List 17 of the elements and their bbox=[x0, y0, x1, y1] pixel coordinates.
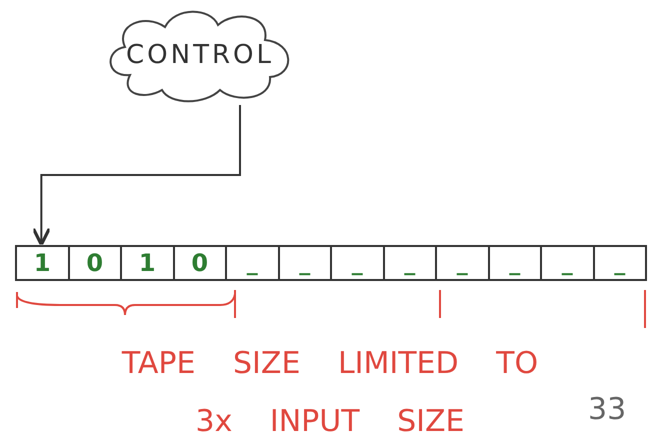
cell-symbol: 0 bbox=[191, 249, 208, 277]
tape-bar bbox=[15, 245, 647, 281]
cell-symbol: _ bbox=[246, 250, 258, 276]
cell-symbol: _ bbox=[509, 250, 520, 276]
cell-symbol: 1 bbox=[34, 249, 51, 277]
cell-symbol: 0 bbox=[86, 249, 104, 277]
cell-symbol: 1 bbox=[138, 249, 156, 277]
cell-symbol: _ bbox=[562, 250, 573, 276]
cell-symbol: _ bbox=[404, 250, 416, 276]
page-number: 33 bbox=[588, 392, 626, 427]
cloud-label: CONTROL bbox=[126, 40, 274, 70]
cell-symbol: _ bbox=[352, 250, 363, 276]
cell-symbol: _ bbox=[299, 250, 310, 276]
tape-size-note: TAPE SIZE LIMITED TO 3x INPUT SIZE bbox=[120, 345, 540, 440]
cell-symbol: _ bbox=[614, 250, 626, 276]
arrow bbox=[32, 105, 241, 246]
cell-symbol: _ bbox=[456, 250, 468, 276]
